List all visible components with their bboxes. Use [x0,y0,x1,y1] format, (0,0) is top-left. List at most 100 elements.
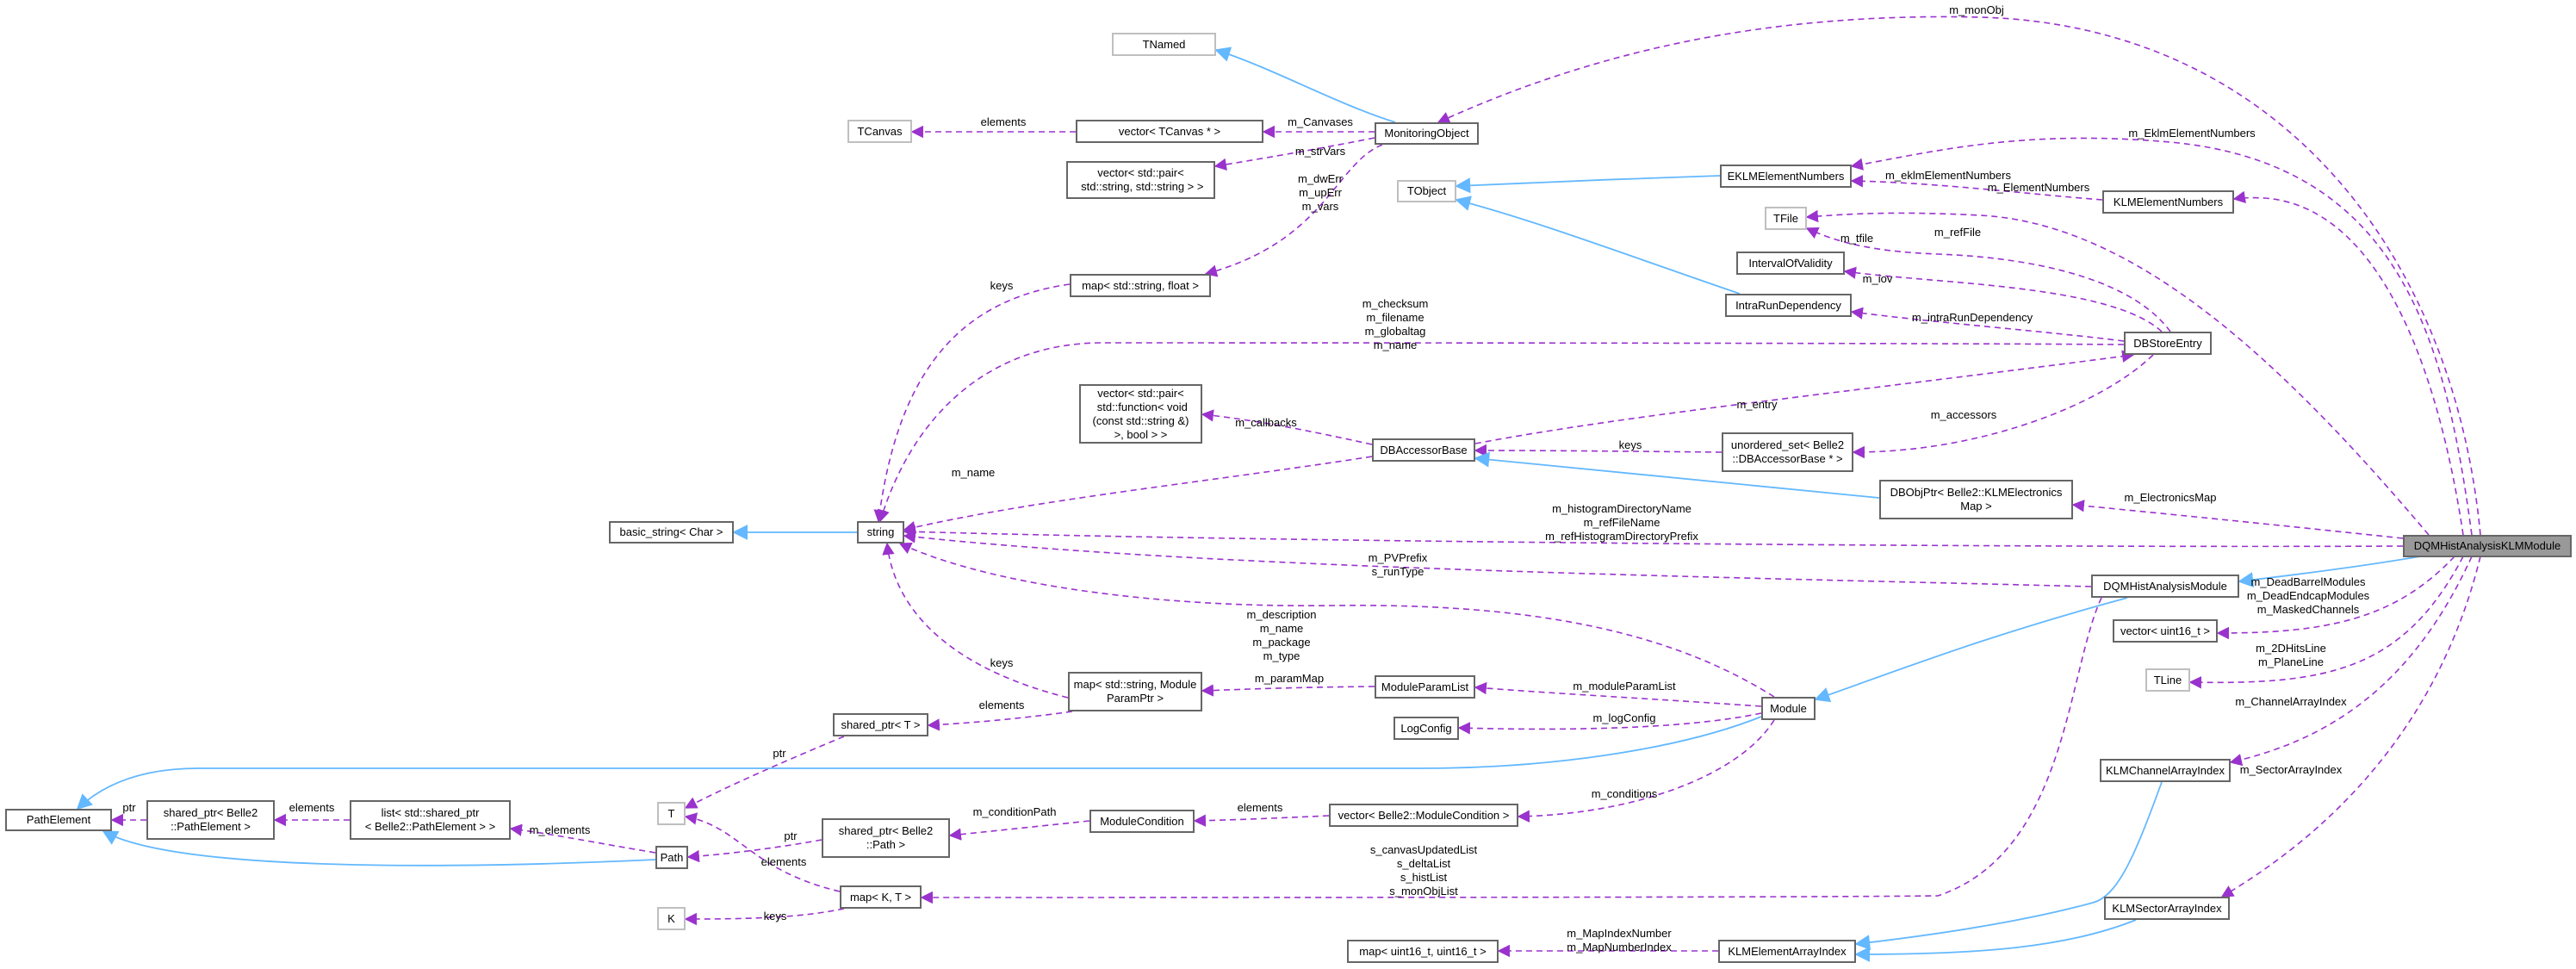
edge-root-vecu16 [2216,556,2455,640]
edge-eklm-tobject [1455,175,1721,194]
node-tcanvas[interactable]: TCanvas [847,120,912,143]
node-shared-ptr-pathelement[interactable]: shared_ptr< Belle2 ::PathElement > [146,800,275,840]
edge-label-strvars: m_strVars [1294,145,1346,158]
edge-modparam-sharedt [927,711,1073,731]
edge-module-veccond [1517,719,1775,823]
edge-label-monobj: m_monObj [1949,3,2004,16]
edge-label-ptr-pe: ptr [122,801,136,814]
node-intervalofvalidity[interactable]: IntervalOfValidity [1736,252,1845,275]
node-tfile[interactable]: TFile [1765,207,1807,230]
node-monitoringobject[interactable]: MonitoringObject [1375,122,1479,145]
edge-label-keys-modparam: keys [990,656,1014,669]
edge-module-string [898,542,1775,698]
node-vector-modulecondition[interactable]: vector< Belle2::ModuleCondition > [1329,804,1518,827]
node-dbaccessorbase[interactable]: DBAccessorBase [1372,438,1475,462]
node-klmchannelarrayindex[interactable]: KLMChannelArrayIndex [2100,759,2231,782]
edge-label-keys-float: keys [990,279,1014,292]
edge-mapkt-t [684,812,841,892]
edge-label-callbacks: m_callbacks [1235,416,1297,429]
node-eklmelementnumbers[interactable]: EKLMElementNumbers [1720,165,1852,188]
edge-monobj-tnamed [1214,47,1396,123]
edge-root-tfile [1805,209,2430,536]
node-tobject[interactable]: TObject [1397,180,1456,202]
edge-mapfloat-string [873,283,1071,523]
edge-label-dqm-strings: m_PVPrefix s_runType [1368,551,1428,578]
edge-mapkt-k [684,908,845,926]
node-tline[interactable]: TLine [2145,668,2190,692]
edge-path-pathelement [102,830,656,867]
edge-label-elements-cond: elements [1237,801,1283,814]
node-string[interactable]: string [857,521,904,544]
node-dqmhistanalysisklmmodule[interactable]: DQMHistAnalysisKLMModule [2403,535,2572,557]
edge-label-iov: m_iov [1862,272,1893,285]
edge-label-reffile: m_refFile [1934,226,1982,239]
edge-root-dqm-inherit [2238,556,2421,588]
node-dbobjptr[interactable]: DBObjPtr< Belle2::KLMElectronics Map > [1879,480,2073,519]
edge-label-mapidx: m_MapIndexNumber m_MapNumberIndex [1567,927,1672,953]
edge-monobj-mapfloat [1204,144,1383,277]
edge-label-electronicsmap: m_ElectronicsMap [2124,491,2217,504]
edge-dqm-module [1814,597,2128,703]
edge-label-dead: m_DeadBarrelModules m_DeadEndcapModules … [2246,575,2370,616]
edge-root-monobj [1437,16,2481,536]
node-map-uint16[interactable]: map< uint16_t, uint16_t > [1347,940,1499,963]
node-dbstoreentry[interactable]: DBStoreEntry [2124,332,2212,355]
node-map-moduleparamptr[interactable]: map< std::string, Module ParamPtr > [1068,672,1202,711]
node-intrarundependency[interactable]: IntraRunDependency [1725,294,1852,317]
node-t[interactable]: T [657,802,686,825]
edge-label-ptr-shared-t: ptr [773,747,786,760]
edge-label-lists: s_canvasUpdatedList s_deltaList s_histLi… [1369,843,1478,898]
node-shared-ptr-path[interactable]: shared_ptr< Belle2 ::Path > [822,818,950,858]
node-pathelement[interactable]: PathElement [5,809,112,831]
edge-veccond-modcond [1193,814,1330,827]
edge-label-eklm-big: m_EklmElementNumbers [2128,127,2256,140]
edge-monobj-vecpair [1214,137,1375,171]
edge-root-chan [2229,556,2473,767]
edge-label-tfile: m_tfile [1840,232,1874,245]
edge-modcond-shpath [948,820,1090,841]
edge-label-root-strings: m_histogramDirectoryName m_refFileName m… [1545,502,1698,543]
node-dqmhistanalysismodule[interactable]: DQMHistAnalysisModule [2091,575,2239,598]
edge-root-dbobjptr [2071,500,2404,539]
edge-intrarun-tobject [1455,196,1741,295]
node-unordered-set[interactable]: unordered_set< Belle2 ::DBAccessorBase *… [1722,432,1853,472]
node-logconfig[interactable]: LogConfig [1394,717,1459,740]
edge-label-dbstore-strings: m_checksum m_filename m_globaltag m_name [1362,297,1429,351]
edge-label-keys-kt: keys [763,910,787,922]
node-vector-pair-string[interactable]: vector< std::pair< std::string, std::str… [1066,161,1215,199]
edge-module-modparamlist [1474,681,1762,707]
node-path[interactable]: Path [655,846,688,869]
edge-dbstore-uset [1852,354,2154,459]
node-map-k-t[interactable]: map< K, T > [840,885,922,909]
node-moduleparamlist[interactable]: ModuleParamList [1375,675,1475,699]
node-list-shared-ptr-pathelement[interactable]: list< std::shared_ptr < Belle2::PathElem… [350,800,511,840]
edge-label-elements-pe: elements [289,801,335,814]
edge-label-logconfig: m_logConfig [1592,711,1656,724]
edge-dbstore-iov [1843,266,2163,332]
edge-module-logconfig [1457,712,1762,735]
edge-module-pathelement [76,716,1762,811]
edge-dba-dbstore [1474,350,2135,444]
node-vector-tcanvas[interactable]: vector< TCanvas * > [1076,120,1263,143]
node-modulecondition[interactable]: ModuleCondition [1089,810,1195,833]
node-tnamed[interactable]: TNamed [1112,33,1216,56]
node-map-string-float[interactable]: map< std::string, float > [1070,274,1211,297]
node-shared-ptr-t[interactable]: shared_ptr< T > [833,713,928,736]
edge-root-string [903,525,2404,548]
edge-dbstore-string [877,342,2125,523]
edge-label-elements-modparam: elements [978,699,1025,711]
edge-label-dba-name: m_name [951,466,996,479]
node-klmelementnumbers[interactable]: KLMElementNumbers [2102,190,2234,214]
edge-label-elementnumbers: m_ElementNumbers [1987,181,2090,194]
node-k[interactable]: K [657,907,686,930]
node-vector-pair-function[interactable]: vector< std::pair< std::function< void (… [1079,384,1202,444]
node-module[interactable]: Module [1761,697,1816,720]
node-basic-string[interactable]: basic_string< Char > [609,521,734,544]
node-vector-uint16[interactable]: vector< uint16_t > [2113,619,2218,643]
node-klmelementarrayindex[interactable]: KLMElementArrayIndex [1718,940,1856,963]
edge-label-channel: m_ChannelArrayIndex [2235,695,2347,708]
edge-modparam-string [882,542,1069,699]
edge-uset-dba [1474,444,1723,457]
node-klmsectorarrayindex[interactable]: KLMSectorArrayIndex [2104,897,2230,920]
